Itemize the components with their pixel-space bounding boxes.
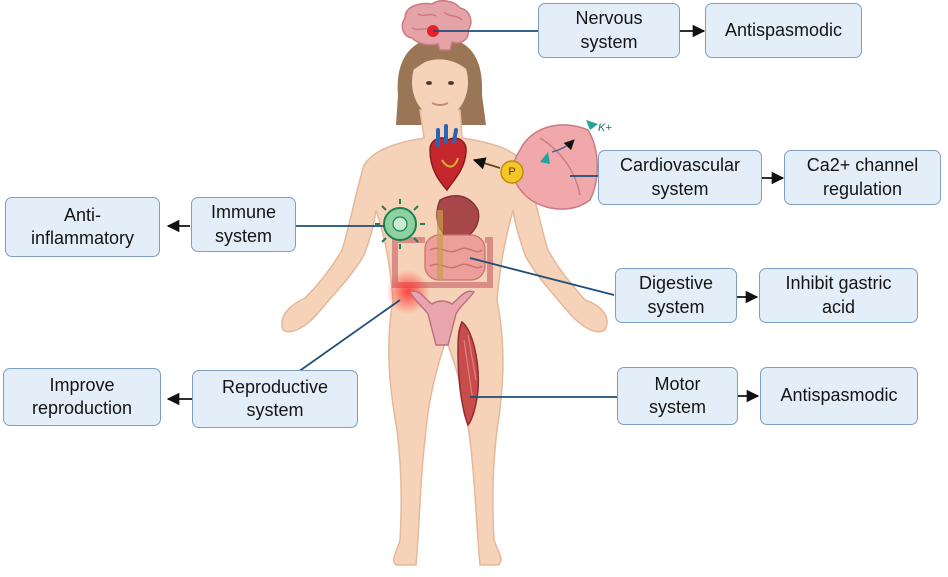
cardiovascular-effect-box: Ca2+ channel regulation — [784, 150, 941, 205]
cardiovascular-system-box: Cardiovascular system — [598, 150, 762, 205]
reproductive-effect-box: Improve reproduction — [3, 368, 161, 426]
phosphate-label: P — [508, 166, 516, 178]
phosphate-arrow — [472, 157, 501, 170]
uterus-icon — [409, 290, 476, 346]
potassium-label: K+ — [598, 122, 612, 134]
muscle-icon — [457, 320, 480, 427]
nervous-effect-box: Antispasmodic — [705, 3, 862, 58]
phosphate-icon — [500, 160, 524, 184]
immune-effect-box: Anti- inflammatory — [5, 197, 160, 257]
digestive-effect-box: Inhibit gastric acid — [759, 268, 918, 323]
heart-icon — [429, 124, 467, 192]
brain-icon — [401, 0, 472, 51]
motor-system-box: Motor system — [617, 367, 738, 425]
blood-vessel-icon — [512, 120, 598, 210]
effect-arrows — [166, 24, 785, 406]
digestive-system-box: Digestive system — [615, 268, 737, 323]
reproductive-system-box: Reproductive system — [192, 370, 358, 428]
nervous-system-box: Nervous system — [538, 3, 680, 58]
motor-effect-box: Antispasmodic — [760, 367, 918, 425]
connector-lines — [296, 30, 617, 398]
immune-cell-icon — [375, 199, 425, 249]
immune-system-box: Immune system — [191, 197, 296, 252]
